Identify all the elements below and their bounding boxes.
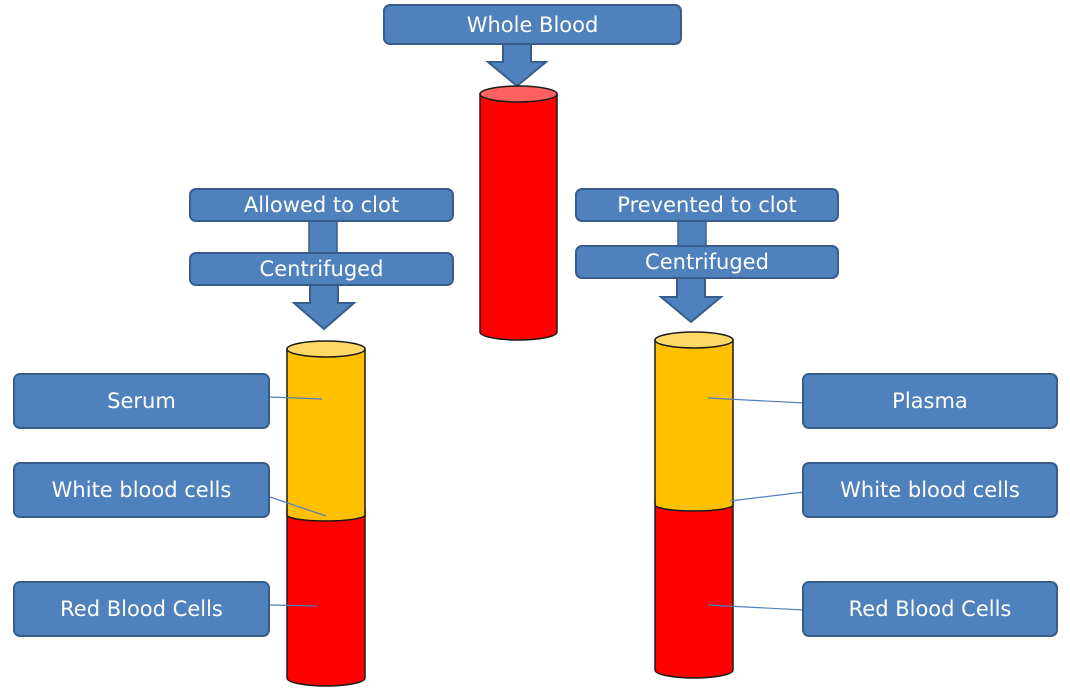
white-blood-cells-left-label: White blood cells bbox=[13, 462, 270, 518]
left-centrifuge-arrow bbox=[291, 283, 357, 331]
red-blood-cells-right-label: Red Blood Cells bbox=[802, 581, 1058, 637]
white-blood-cells-right-label: White blood cells bbox=[802, 462, 1058, 518]
plasma-tube bbox=[654, 331, 734, 679]
plasma-label: Plasma bbox=[802, 373, 1058, 429]
serum-label: Serum bbox=[13, 373, 270, 429]
red-cells-left-leader bbox=[269, 604, 318, 607]
left-connector bbox=[308, 219, 338, 257]
red-cells-right-leader bbox=[707, 604, 805, 611]
serum-tube bbox=[286, 340, 366, 687]
prevented-to-clot-label: Prevented to clot bbox=[575, 188, 839, 222]
white-cells-left-leader bbox=[269, 496, 327, 517]
white-cells-right-leader bbox=[729, 491, 805, 502]
allowed-to-clot-label: Allowed to clot bbox=[189, 188, 454, 222]
serum-leader bbox=[269, 396, 323, 400]
centrifuged-left-label: Centrifuged bbox=[189, 252, 454, 286]
plasma-leader bbox=[707, 397, 805, 404]
right-centrifuge-arrow bbox=[658, 276, 724, 324]
whole-blood-label: Whole Blood bbox=[383, 4, 682, 45]
centrifuged-right-label: Centrifuged bbox=[575, 245, 839, 279]
whole-blood-tube bbox=[479, 85, 558, 341]
whole-blood-arrow bbox=[485, 43, 549, 88]
red-blood-cells-left-label: Red Blood Cells bbox=[13, 581, 270, 637]
